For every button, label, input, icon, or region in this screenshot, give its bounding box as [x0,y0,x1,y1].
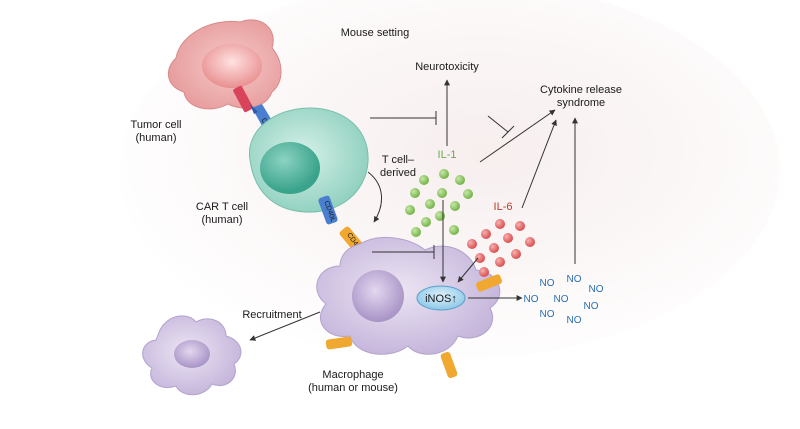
macrophage [316,237,501,355]
inhibit-crs-bar [501,125,515,139]
tumor-cell [168,19,282,110]
tumor-cell-label-line2: (human) [136,132,177,144]
t-cell-nucleus [260,142,320,194]
il6-to-crs-arrow [521,119,557,209]
no-label-4: NO [524,294,539,305]
car-t-cell-label-line2: (human) [202,214,243,226]
il6-cytokines [467,219,535,277]
no-label-8: NO [567,315,582,326]
il6-to-inos-arrow [457,257,479,283]
tumor-antigen [233,85,253,113]
t-cell-derived-line1: T cell– [382,154,415,166]
inos-bubble [416,285,466,311]
inos-label: iNOS↑ [425,293,457,305]
no-label-5: NO [554,294,569,305]
no-label-7: NO [540,309,555,320]
no-molecules: NO NO NO NO NO NO NO NO [524,274,604,326]
il1-label: IL-1 [438,149,457,161]
macrophage-label-line2: (human or mouse) [308,382,398,394]
il1-to-crs-arrow [479,109,556,163]
tumor-cell-label-line1: Tumor cell [131,119,182,131]
crs-label-line1: Cytokine release [540,84,622,96]
macrophage-receptor-bottom-left [325,336,353,350]
il1-cytokines [405,169,473,237]
recruitment-label: Recruitment [242,309,301,321]
t-cell-derived-line2: derived [380,167,416,179]
recruited-macrophage-nucleus [174,340,210,368]
crs-label-line2: syndrome [557,97,605,109]
diagram-title: Mouse setting [341,27,409,39]
car-t-cell [248,107,369,213]
neurotoxicity-label: Neurotoxicity [415,61,479,73]
recruitment-arrow [249,311,321,341]
no-label-2: NO [567,274,582,285]
macrophage-receptor-right [475,274,503,292]
no-label-1: NO [540,278,555,289]
macrophage-receptor-bottom [440,351,458,379]
il6-label: IL-6 [494,201,513,213]
macrophage-label-line1: Macrophage [322,369,383,381]
no-label-6: NO [584,301,599,312]
recruited-macrophage [142,315,242,396]
car-t-cell-label-line1: CAR T cell [196,201,248,213]
macrophage-nucleus [352,270,404,322]
tumor-nucleus [202,44,262,88]
no-label-3: NO [589,284,604,295]
background-glow [120,0,780,360]
inhibit-crs-line [487,115,509,133]
t-cell-derived-arrow [367,171,382,223]
